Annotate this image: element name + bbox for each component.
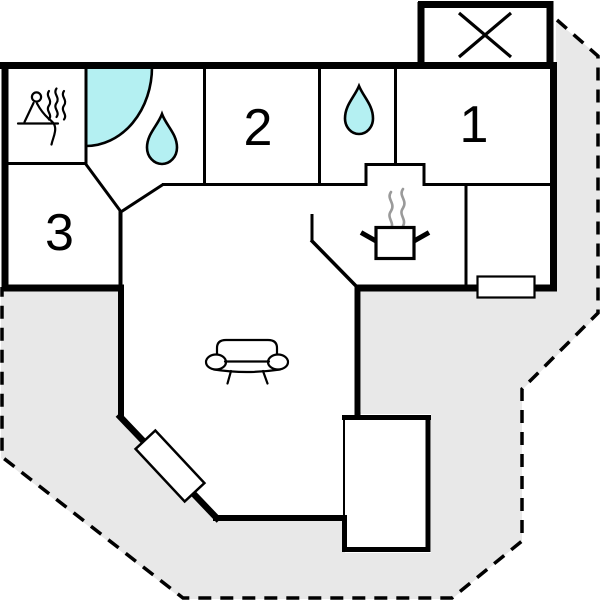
- interior-walls: [2, 64, 554, 289]
- house-footprint: [2, 1, 554, 521]
- shower-quarter-circle: [84, 65, 154, 148]
- plot-boundary-dashed: [0, 18, 600, 600]
- sauna-steam-1: [46, 89, 52, 121]
- room-3-label: 3: [45, 204, 74, 262]
- pot-handle-right: [412, 230, 431, 244]
- sofa-leg-right: [261, 369, 269, 385]
- wall-hall-diagonal-left: [83, 162, 123, 214]
- pot-body: [374, 225, 416, 261]
- wall-kitchen-spur-diagonal: [309, 238, 359, 289]
- room-2-label: 2: [244, 99, 273, 157]
- window-south: [476, 275, 536, 299]
- stove-pot-icon: [359, 187, 431, 261]
- sauna-person-head: [30, 91, 43, 103]
- pot-steam-1: [388, 190, 394, 231]
- cross-icon: [457, 11, 513, 59]
- sofa-armrest-left: [204, 353, 228, 371]
- water-drop-icon-bath: [343, 82, 375, 136]
- pot-steam-2: [400, 187, 406, 228]
- pot-handle-left: [359, 230, 378, 244]
- sofa-armrest-right: [266, 353, 290, 371]
- sofa-icon: [204, 338, 290, 385]
- annex-floor: [342, 415, 431, 552]
- window-southwest: [133, 428, 207, 504]
- sauna-person-arm: [23, 101, 35, 124]
- wall-hall-diagonal-right: [119, 183, 164, 214]
- cross-line-2: [457, 11, 513, 59]
- sofa-bottom: [212, 368, 282, 374]
- sofa-back: [215, 338, 279, 365]
- sauna-steam-3: [61, 89, 67, 121]
- sauna-steam-2: [54, 87, 59, 119]
- sauna-icon: [16, 87, 67, 146]
- water-drop-icon-shower: [145, 110, 179, 166]
- sofa-leg-left: [226, 369, 233, 385]
- annex-building: [342, 415, 431, 552]
- window-southwest-frame: [133, 428, 207, 504]
- room-1-label: 1: [460, 96, 489, 154]
